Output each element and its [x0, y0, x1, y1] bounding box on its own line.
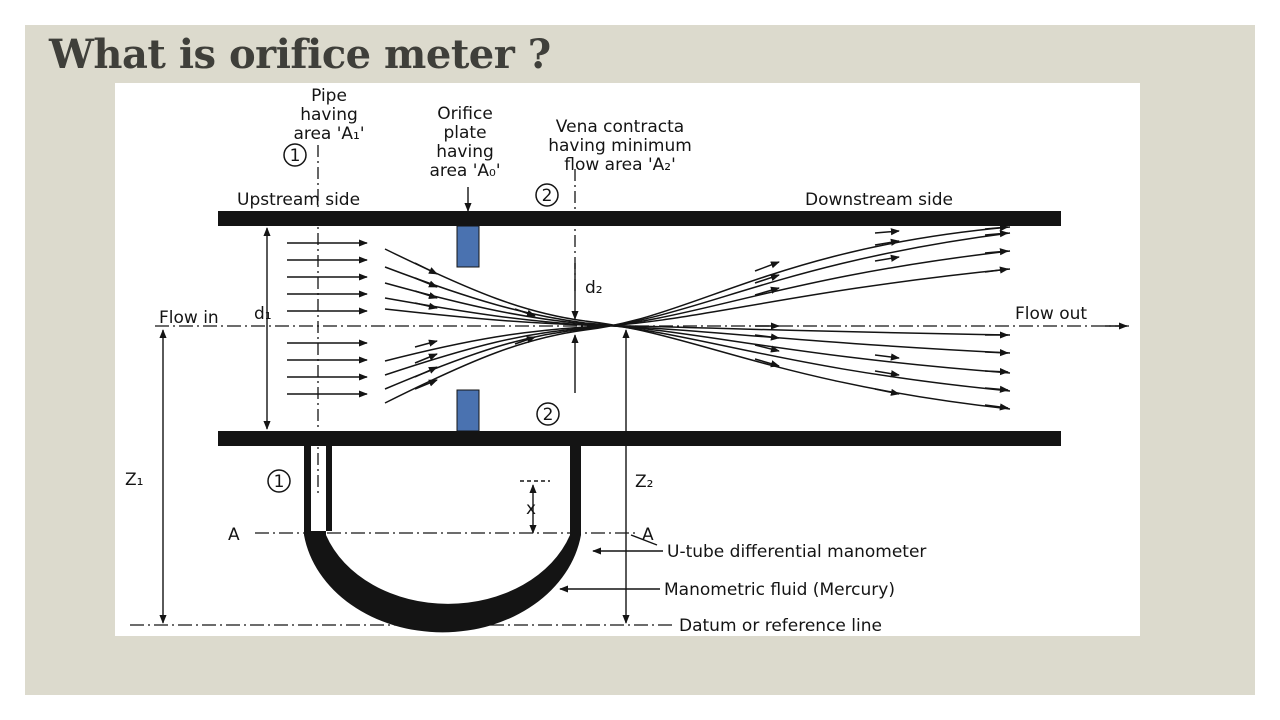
section-2-top-label: 2: [542, 186, 553, 206]
pipe-label-line3: area 'A₁': [293, 124, 364, 144]
downstream-label: Downstream side: [805, 190, 953, 210]
slide-title: What is orifice meter ?: [49, 31, 551, 78]
x-label: x: [526, 499, 536, 519]
streamlines: [384, 226, 1011, 410]
datum-label: Datum or reference line: [679, 616, 882, 636]
z2-label: Z₂: [635, 472, 653, 492]
pipe-label-line2: having: [300, 105, 358, 125]
labels: Pipe having area 'A₁' Orifice plate havi…: [125, 86, 1087, 636]
section-2-top-marker: [535, 183, 559, 207]
pipe-bottom-wall: [218, 431, 1061, 531]
flow-out-label: Flow out: [1015, 304, 1087, 324]
diagram-svg: 1 2 2 1 Pipe having area 'A₁' Orifice pl…: [125, 86, 1133, 636]
u-tube-manometer: [304, 481, 581, 633]
streamline-arrows: [414, 224, 1128, 411]
z1-label: Z₁: [125, 470, 143, 490]
pipe-top-wall: [218, 211, 1061, 226]
section-1-bottom-marker: [267, 469, 291, 493]
flow-in-label: Flow in: [159, 308, 219, 328]
orifice-plate-bottom: [456, 389, 480, 432]
vena-label-line3: flow area 'A₂': [564, 155, 676, 175]
section-1-top-marker: [283, 143, 307, 167]
orifice-plate-top: [456, 225, 480, 268]
section-1-top-label: 1: [290, 146, 301, 166]
section-a-left-label: A: [228, 525, 240, 545]
section-2-bottom-marker: [536, 402, 560, 426]
section-1-bottom-label: 1: [274, 472, 285, 492]
fluid-label: Manometric fluid (Mercury): [664, 580, 895, 600]
dimension-lines: [159, 187, 663, 624]
upstream-label: Upstream side: [237, 190, 360, 210]
slide: What is orifice meter ?: [25, 25, 1255, 695]
section-markers: 1 2 2 1: [267, 143, 560, 493]
manometer-label: U-tube differential manometer: [667, 542, 926, 562]
section-a-right-label: A: [642, 525, 654, 545]
vena-label-line1: Vena contracta: [556, 117, 684, 137]
orifice-label-line2: plate: [443, 123, 486, 143]
d2-label: d₂: [585, 278, 603, 298]
orifice-label-line4: area 'A₀': [429, 161, 500, 181]
orifice-label-line1: Orifice: [437, 104, 493, 124]
section-2-bottom-label: 2: [543, 405, 554, 425]
d1-label: d₁: [254, 304, 272, 324]
inflow-arrows: [287, 239, 368, 398]
orifice-meter-diagram: 1 2 2 1 Pipe having area 'A₁' Orifice pl…: [115, 83, 1140, 636]
orifice-label-line3: having: [436, 142, 494, 162]
pipe-label-line1: Pipe: [311, 86, 347, 106]
vena-label-line2: having minimum: [548, 136, 692, 156]
